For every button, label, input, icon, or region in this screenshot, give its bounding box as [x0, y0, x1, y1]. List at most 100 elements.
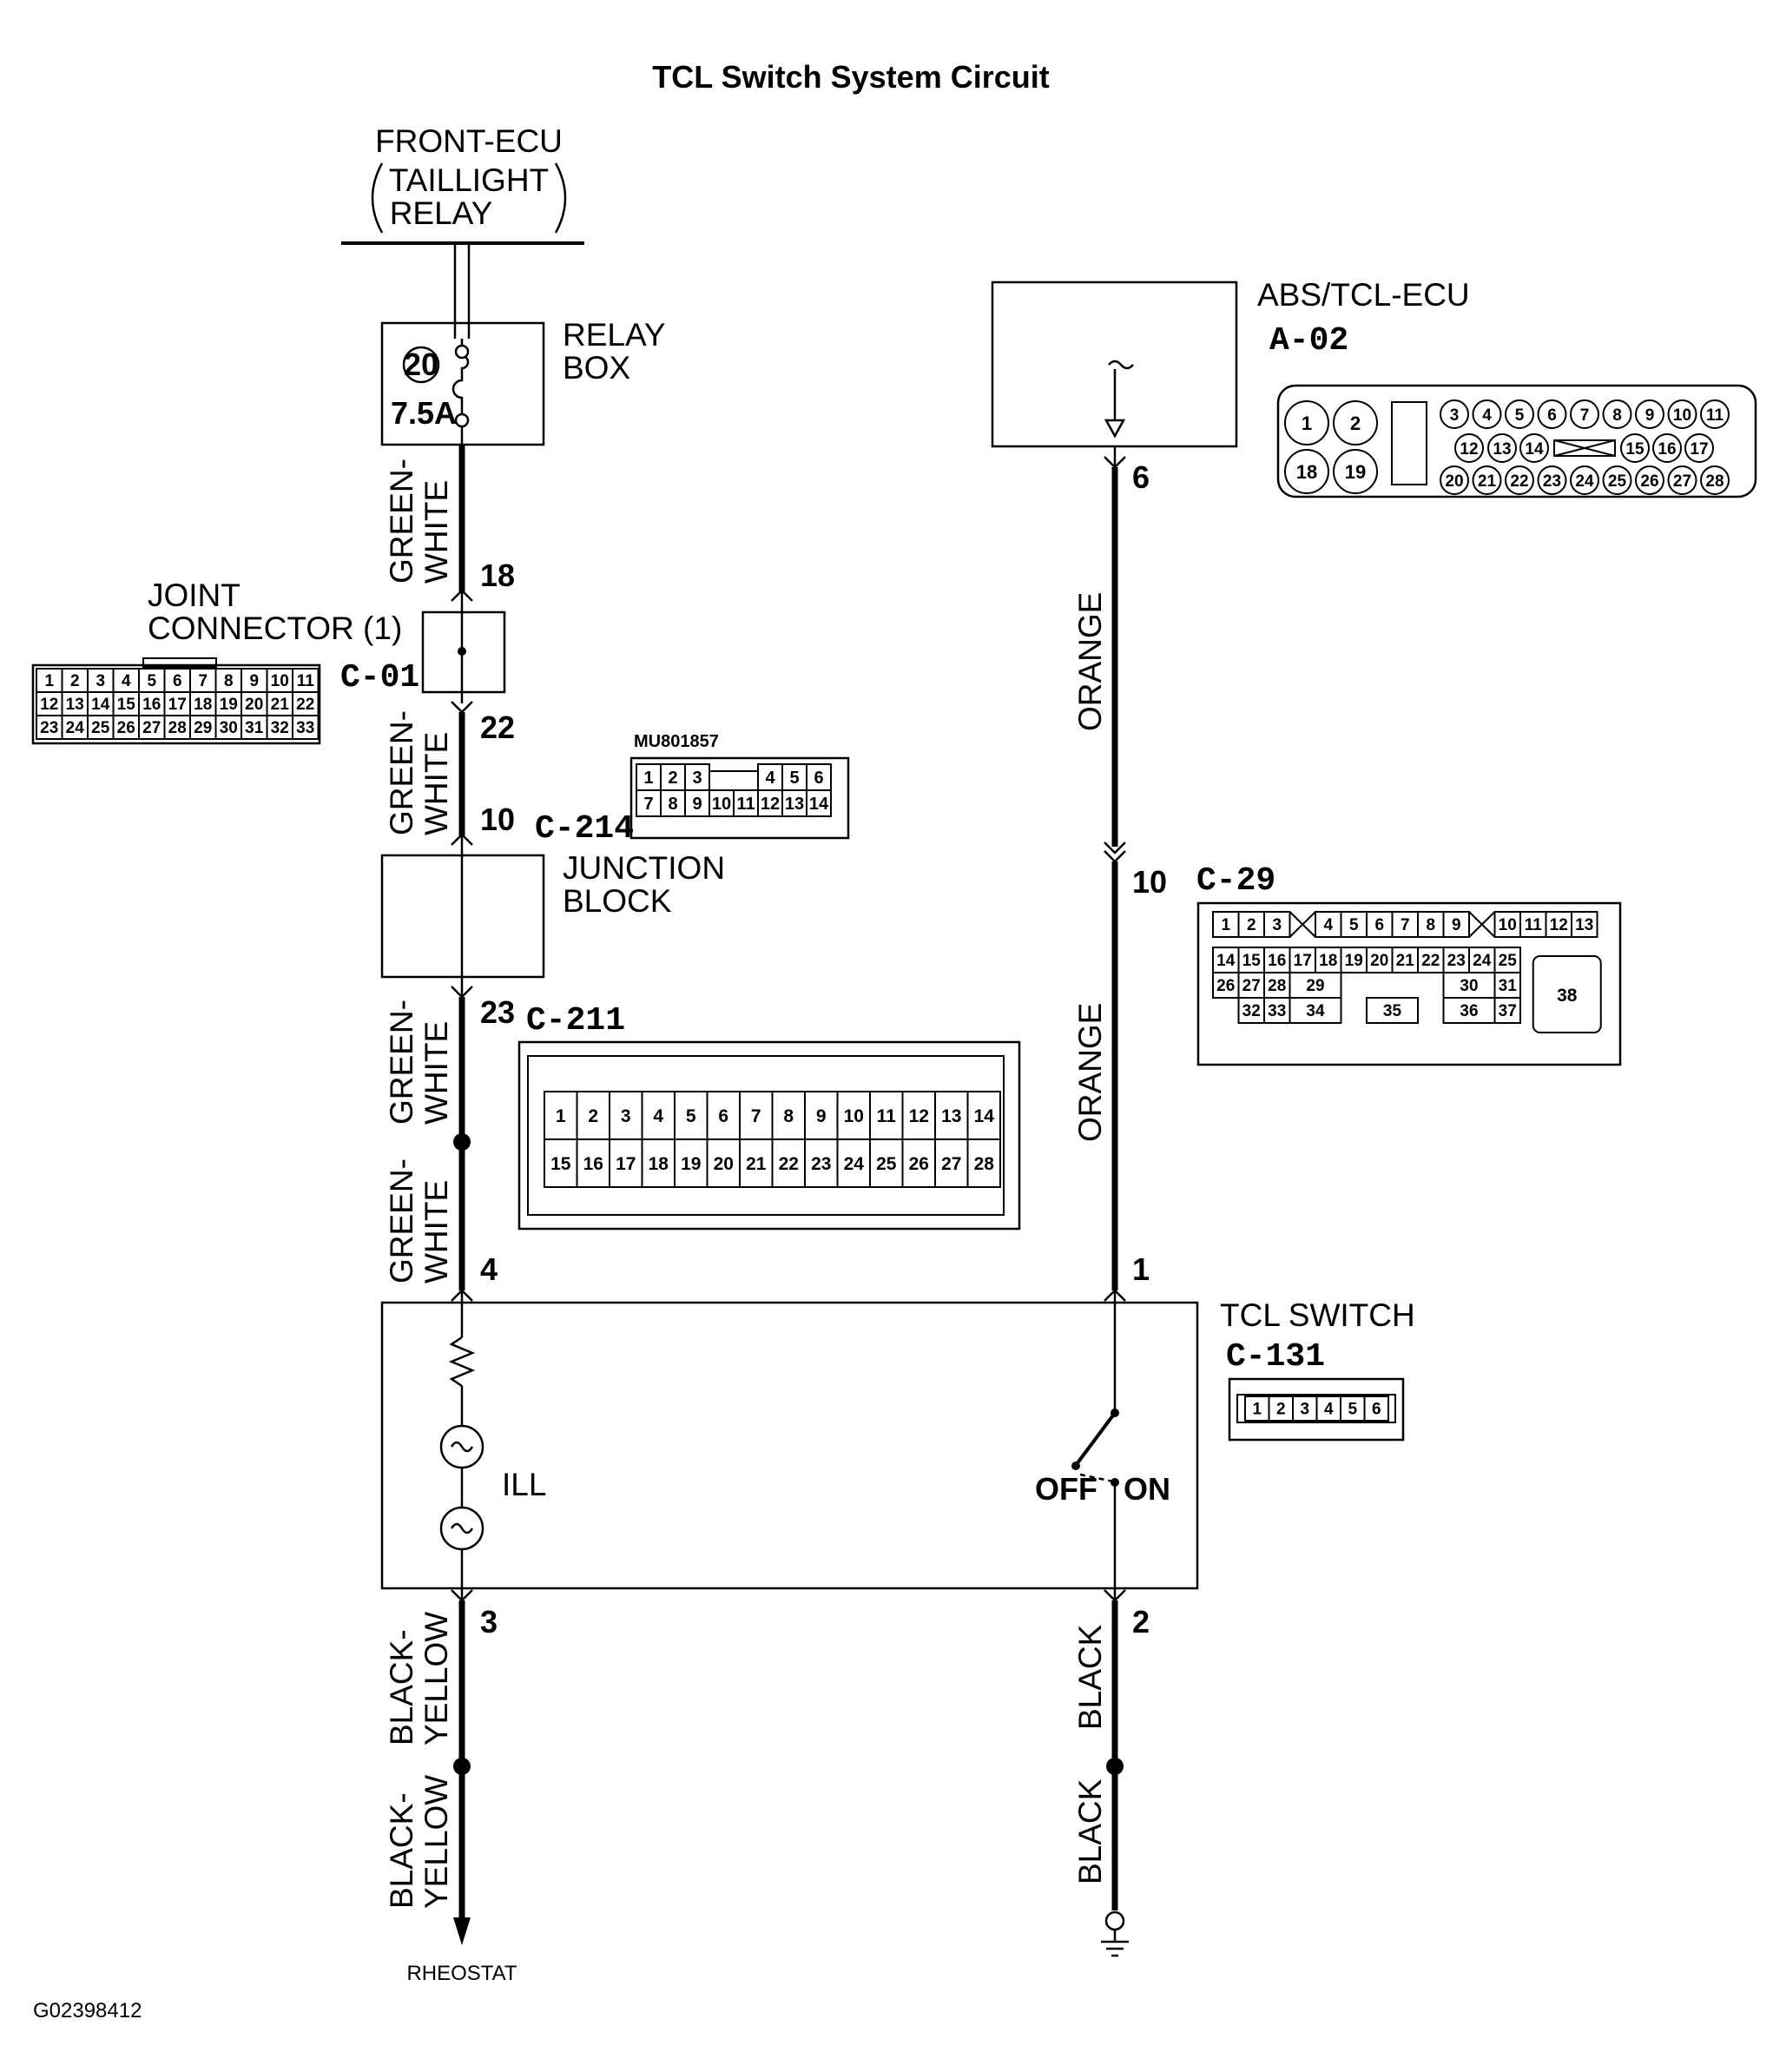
tcl-switch-label: TCL SWITCH: [1220, 1297, 1415, 1333]
joint-pin-label: 19: [220, 696, 238, 714]
a02-large-pin: [1333, 400, 1378, 445]
wire-label-black-yellow-1a: BLACK-: [384, 1629, 419, 1745]
joint-pin-label: 1: [44, 672, 54, 690]
fuse-number: 20: [404, 346, 438, 382]
c29-cell: [1442, 911, 1470, 938]
joint-pin-label: 9: [249, 672, 259, 690]
c29-cell: [1493, 997, 1521, 1024]
c131-pin-label: 2: [1276, 1401, 1286, 1419]
c29-pin-label: 8: [1426, 916, 1435, 934]
c131-inner: [1236, 1394, 1396, 1423]
junction-block-label-1: JUNCTION: [563, 850, 725, 886]
pin-3: 3: [480, 1604, 498, 1640]
c211-pin-label: 26: [909, 1154, 929, 1174]
wire-label-green-white-2a: GREEN-: [384, 710, 419, 835]
c211-pin-label: 10: [844, 1106, 864, 1126]
c211-pin-label: 12: [909, 1106, 929, 1126]
wire-label-black-2: BLACK: [1072, 1778, 1108, 1884]
a02-pin-label: 28: [1705, 472, 1724, 491]
fuse-number-circle: [402, 346, 440, 384]
c211-pin-label: 1: [556, 1106, 566, 1126]
c29-pin-label: 35: [1383, 1002, 1402, 1020]
wire-label-green-white-2b: WHITE: [419, 732, 454, 835]
c211-pin-label: 14: [974, 1106, 995, 1126]
connector-c131: C-131: [1226, 1338, 1325, 1376]
c214-pin-label: 1: [643, 769, 653, 788]
c29-pin-label: 24: [1473, 952, 1492, 970]
joint-pin-label: 17: [168, 696, 187, 714]
c29-pin-label: 12: [1550, 916, 1568, 934]
pin-6: 6: [1132, 459, 1150, 495]
a02-pin-label: 22: [1510, 472, 1528, 491]
c131-cell: [1363, 1396, 1389, 1422]
c29-pin-label: 36: [1460, 1002, 1478, 1020]
a02-pin-label: 23: [1543, 472, 1561, 491]
c29-blank-cross: [1289, 911, 1316, 938]
c29-pin-label: 28: [1268, 977, 1286, 995]
c211-pin-label: 21: [746, 1154, 767, 1174]
c214-pin-label: 9: [692, 795, 702, 814]
c214-pin-label: 6: [814, 769, 823, 788]
c29-pin-label: 22: [1421, 952, 1440, 970]
joint-pin-label: 8: [224, 672, 234, 690]
joint-pin-label: 3: [96, 672, 105, 690]
a02-pin: [1505, 399, 1534, 429]
joint-pin-label: 13: [66, 696, 84, 714]
figure-id: G02398412: [33, 1999, 142, 2023]
a02-large-pin: [1284, 400, 1329, 445]
joint-pin-label: 28: [168, 719, 187, 737]
a02-pin-label: 8: [1612, 406, 1622, 425]
c29-pin-label: 5: [1349, 916, 1359, 934]
c29-pin-label: 13: [1575, 916, 1593, 934]
a02-pin: [1440, 399, 1469, 429]
wire-label-green-white-4a: GREEN-: [384, 1158, 419, 1283]
c29-pin-label: 20: [1370, 952, 1388, 970]
wire-label-green-white-3b: WHITE: [419, 1021, 454, 1125]
c131-housing: [1228, 1377, 1405, 1442]
c211-outer: [517, 1040, 1021, 1231]
front-ecu-taillight: TAILLIGHT: [389, 162, 549, 198]
a02-pin-label: 15: [1625, 440, 1644, 459]
c211-pin-label: 8: [783, 1106, 794, 1126]
pin-18-arrow: [451, 589, 473, 602]
a02-pin-label: 1: [1302, 412, 1312, 434]
c29-cell: [1571, 911, 1598, 938]
c29-pin-label: 27: [1242, 977, 1261, 995]
relay-box-label-2: BOX: [563, 350, 630, 386]
wire-label-green-white-1b: WHITE: [419, 480, 454, 584]
a02-pin-label: 12: [1460, 440, 1478, 459]
pin-18: 18: [480, 558, 515, 593]
c29-pin-label: 26: [1216, 977, 1235, 995]
joint-pin-label: 24: [66, 719, 85, 737]
c214-pin-label: 10: [712, 795, 731, 814]
joint-pin-label: 20: [245, 696, 263, 714]
c29-pin-label: 1: [1221, 916, 1230, 934]
c29-pin-label: 25: [1499, 952, 1518, 970]
wire-label-orange-1: ORANGE: [1072, 592, 1108, 731]
c29-pin-label: 23: [1447, 952, 1466, 970]
c29-pin-label: 30: [1460, 977, 1478, 995]
pin-10-c29: 10: [1132, 864, 1167, 900]
pin-23: 23: [480, 994, 515, 1030]
c211-pin-label: 11: [877, 1106, 897, 1126]
c211-pin-label: 20: [714, 1154, 734, 1174]
switch-off-contact: [1071, 1462, 1080, 1470]
c214-housing: [629, 756, 850, 840]
joint-pin-label: 33: [296, 719, 314, 737]
ill-label: ILL: [502, 1467, 546, 1502]
a02-pin: [1667, 399, 1697, 429]
joint-splice-dot: [458, 647, 466, 656]
c131-pin-label: 6: [1372, 1401, 1381, 1419]
a02-pin-label: 10: [1673, 406, 1691, 425]
c29-pin-label: 3: [1272, 916, 1282, 934]
connector-c01: C-01: [340, 659, 419, 696]
a02-pin-label: 19: [1345, 461, 1366, 483]
fuse-symbol: [451, 339, 470, 415]
c211-pin-label: 2: [588, 1106, 598, 1126]
a02-pin-label: 17: [1690, 440, 1708, 459]
a02-pin: [1472, 399, 1502, 429]
a02-pin: [1537, 465, 1567, 495]
c211-pin-label: 19: [681, 1154, 701, 1174]
a02-pin-label: 11: [1706, 406, 1724, 425]
ecu-signal-symbol: [1108, 360, 1134, 370]
